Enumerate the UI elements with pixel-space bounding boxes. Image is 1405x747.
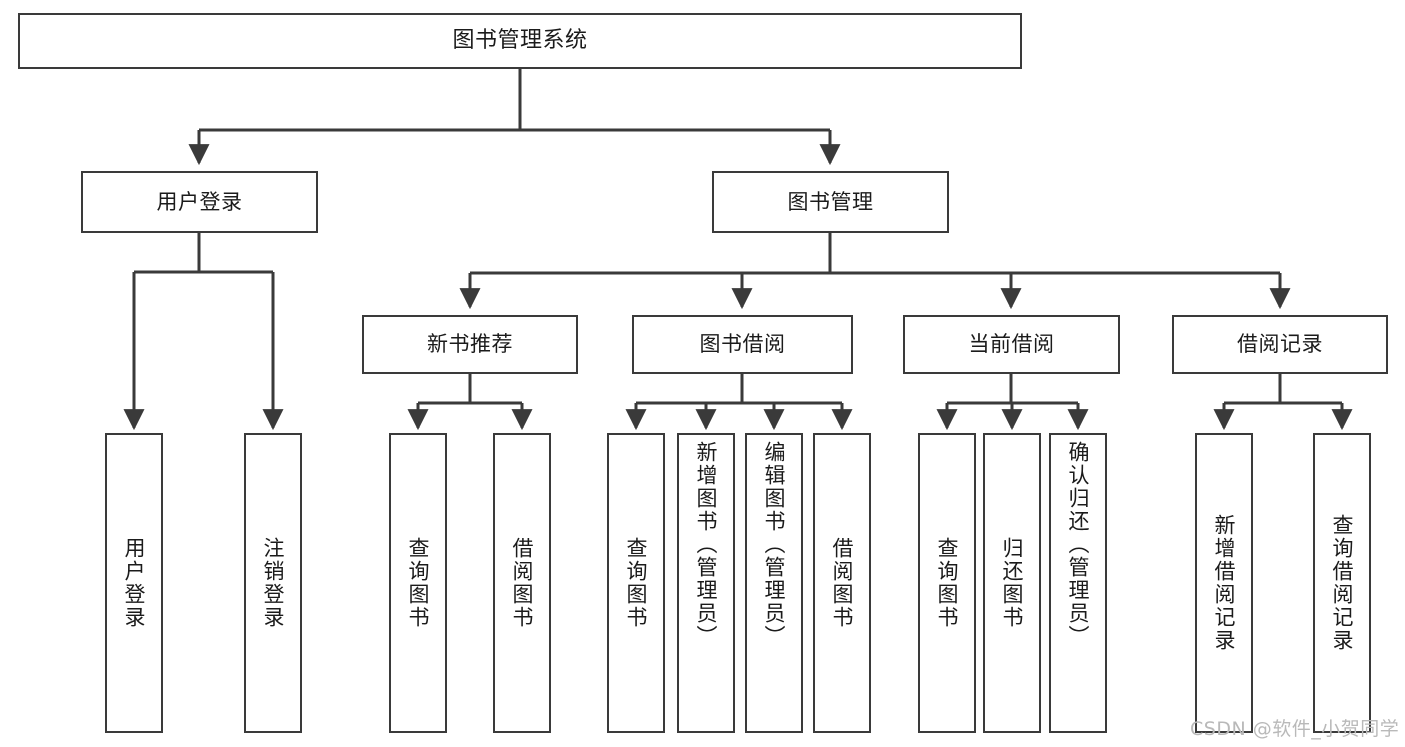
watermark: CSDN @软件_小贺同学	[1190, 718, 1400, 740]
node-label: 新书推荐	[427, 332, 513, 357]
node-label: 用户登录	[122, 537, 147, 629]
leaf-confirm-return-admin[interactable]: 确认归还（管理员）	[1049, 433, 1107, 733]
leaf-query-book-borrowing[interactable]: 查询图书	[607, 433, 665, 733]
node-label: 归还图书	[1000, 537, 1025, 629]
node-user-login[interactable]: 用户登录	[81, 171, 318, 233]
node-label: 图书管理	[787, 189, 874, 214]
node-book-management[interactable]: 图书管理	[712, 171, 949, 233]
node-borrowing-record[interactable]: 借阅记录	[1172, 315, 1388, 374]
node-label: 图书管理系统	[452, 27, 588, 53]
node-label: 用户登录	[156, 189, 243, 214]
node-book-borrowing[interactable]: 图书借阅	[632, 315, 853, 374]
leaf-query-borrowing-record[interactable]: 查询借阅记录	[1313, 433, 1371, 733]
node-label: 借阅图书	[510, 537, 535, 629]
node-label: 借阅图书	[830, 537, 855, 629]
node-label: 图书借阅	[699, 332, 786, 357]
leaf-logout[interactable]: 注销登录	[244, 433, 302, 733]
node-label: 查询借阅记录	[1330, 514, 1355, 652]
node-label: 编辑图书（管理员）	[762, 441, 787, 648]
node-label: 借阅记录	[1237, 332, 1323, 357]
leaf-borrow-book-borrowing[interactable]: 借阅图书	[813, 433, 871, 733]
leaf-user-login[interactable]: 用户登录	[105, 433, 163, 733]
node-root-book-management-system[interactable]: 图书管理系统	[18, 13, 1022, 69]
node-current-borrowing[interactable]: 当前借阅	[903, 315, 1120, 374]
node-label: 确认归还（管理员）	[1066, 441, 1091, 648]
node-label: 注销登录	[261, 537, 286, 629]
node-label: 新增借阅记录	[1212, 514, 1237, 652]
leaf-query-book-recommendation[interactable]: 查询图书	[389, 433, 447, 733]
node-label: 当前借阅	[968, 332, 1055, 357]
leaf-edit-book-admin[interactable]: 编辑图书（管理员）	[745, 433, 803, 733]
node-label: 查询图书	[624, 537, 649, 629]
leaf-return-book[interactable]: 归还图书	[983, 433, 1041, 733]
leaf-add-book-admin[interactable]: 新增图书（管理员）	[677, 433, 735, 733]
node-label: 查询图书	[406, 537, 431, 629]
leaf-borrow-book-recommendation[interactable]: 借阅图书	[493, 433, 551, 733]
leaf-query-book-current[interactable]: 查询图书	[918, 433, 976, 733]
node-label: 查询图书	[935, 537, 960, 629]
node-label: 新增图书（管理员）	[694, 441, 719, 648]
leaf-add-borrowing-record[interactable]: 新增借阅记录	[1195, 433, 1253, 733]
node-new-book-recommendation[interactable]: 新书推荐	[362, 315, 578, 374]
